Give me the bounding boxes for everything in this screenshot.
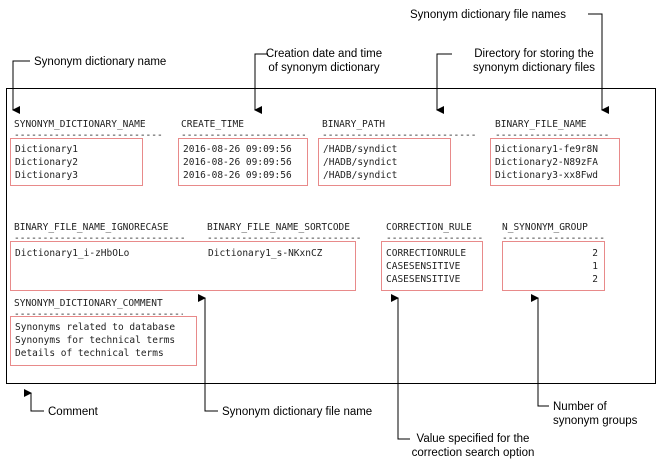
leader-file-names <box>588 13 609 114</box>
header-underline: ----------------------- <box>181 131 305 140</box>
leader-file-name <box>198 294 218 412</box>
callout-correction-line1: Value specified for the <box>416 433 530 445</box>
header-underline: ---------------------------- <box>14 131 164 140</box>
create-time-box <box>178 138 308 186</box>
leader-directory <box>436 53 452 114</box>
header-underline: ------------------------------- <box>14 310 183 319</box>
leader-creation-time <box>254 53 268 114</box>
header-n-synonym-group: N_SYNONYM_GROUP <box>502 222 588 233</box>
n-synonym-group-box <box>502 241 605 291</box>
header-binary-file-name-sortcode: BINARY_FILE_NAME_SORTCODE <box>207 222 350 233</box>
header-underline: ------------------- <box>502 234 604 243</box>
comment-box <box>10 316 197 366</box>
callout-directory-line2: synonym dictionary files <box>472 62 596 74</box>
callout-comment: Comment <box>48 406 98 418</box>
callout-groups-line1: Number of <box>553 401 607 413</box>
binary-path-box <box>318 138 451 186</box>
dictionary-name-value: Dictionary3 <box>15 170 78 181</box>
leader-comment <box>24 389 44 412</box>
leader-synonym-groups <box>531 294 549 407</box>
n-synonym-group-value: 2 <box>592 248 598 259</box>
correction-rule-box <box>381 241 483 291</box>
correction-rule-value: CASESENSITIVE <box>386 261 461 272</box>
comment-value: Details of technical terms <box>15 348 164 359</box>
header-binary-file-name-ignorecase: BINARY_FILE_NAME_IGNORECASE <box>14 222 169 233</box>
binary-file-name-value: Dictionary1-fe9r8N <box>495 144 598 155</box>
leader-dictionary-name <box>12 60 30 114</box>
n-synonym-group-value: 1 <box>592 261 598 272</box>
header-synonym-dictionary-comment: SYNONYM_DICTIONARY_COMMENT <box>14 298 163 309</box>
comment-value: Synonyms related to database <box>15 322 176 333</box>
callout-dictionary-name: Synonym dictionary name <box>34 56 167 68</box>
header-underline: ----------------------------- <box>207 234 363 243</box>
header-synonym-dictionary-name: SYNONYM_DICTIONARY_NAME <box>14 119 146 130</box>
binary-file-names-box <box>10 241 356 291</box>
comment-value: Synonyms for technical terms <box>15 335 176 346</box>
create-time-value: 2016-08-26 09:09:56 <box>183 170 292 181</box>
sortcode-file-value: Dictionary1_s-NKxnCZ <box>208 248 323 259</box>
callout-groups-line2: synonym groups <box>553 415 638 427</box>
header-underline: --------------------- <box>495 131 610 140</box>
header-underline: -------------------------------- <box>14 234 186 243</box>
leader-correction-option <box>391 294 410 440</box>
header-underline: ------------------ <box>386 234 482 243</box>
dictionary-name-box <box>10 138 143 186</box>
ignorecase-file-value: Dictionary1_i-zHbOLo <box>15 248 130 259</box>
create-time-value: 2016-08-26 09:09:56 <box>183 157 292 168</box>
create-time-value: 2016-08-26 09:09:56 <box>183 144 292 155</box>
callout-creation-line1: Creation date and time <box>265 48 383 60</box>
output-frame <box>6 88 656 384</box>
callout-file-name: Synonym dictionary file name <box>222 406 373 418</box>
dictionary-name-value: Dictionary2 <box>15 157 78 168</box>
binary-path-value: /HADB/syndict <box>323 170 398 181</box>
header-binary-path: BINARY_PATH <box>322 119 385 130</box>
correction-rule-value: CASESENSITIVE <box>386 274 461 285</box>
binary-path-value: /HADB/syndict <box>323 144 398 155</box>
n-synonym-group-value: 2 <box>592 274 598 285</box>
header-create-time: CREATE_TIME <box>181 119 244 130</box>
header-underline: ---------------------------- <box>322 131 475 140</box>
header-correction-rule: CORRECTION_RULE <box>386 222 472 233</box>
callout-directory-line1: Directory for storing the <box>474 48 594 60</box>
callout-creation-line2: of synonym dictionary <box>268 62 380 74</box>
callout-file-names: Synonym dictionary file names <box>410 9 566 21</box>
correction-rule-value: CORRECTIONRULE <box>386 248 467 259</box>
callout-correction-line2: correction search option <box>411 447 535 459</box>
header-binary-file-name: BINARY_FILE_NAME <box>495 119 587 130</box>
binary-path-value: /HADB/syndict <box>323 157 398 168</box>
binary-file-name-value: Dictionary2-N89zFA <box>495 157 598 168</box>
binary-file-name-box <box>490 138 620 186</box>
dictionary-name-value: Dictionary1 <box>15 144 78 155</box>
binary-file-name-value: Dictionary3-xx8Fwd <box>495 170 598 181</box>
